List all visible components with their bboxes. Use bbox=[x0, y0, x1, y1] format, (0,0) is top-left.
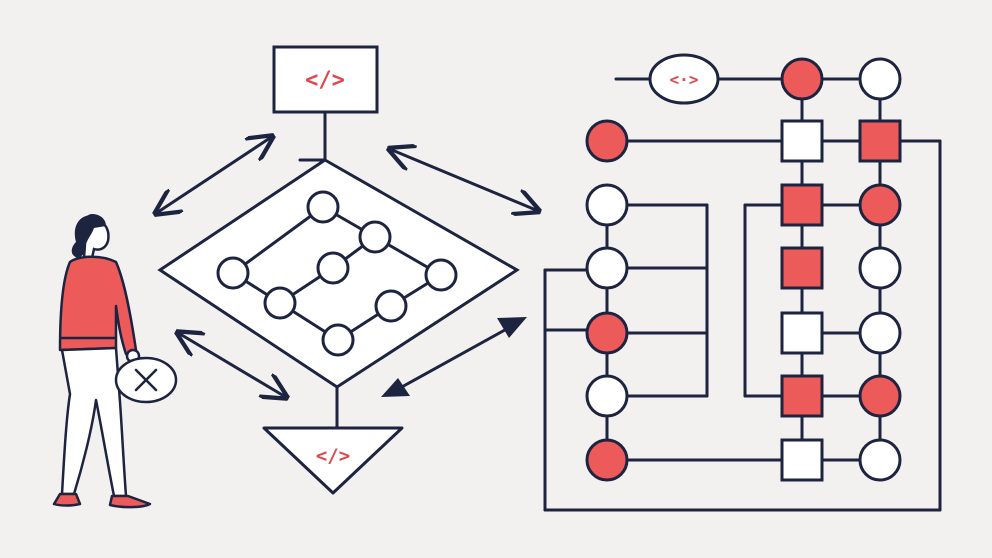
module-tag-icon: <·> bbox=[670, 70, 699, 89]
circuit-node bbox=[587, 376, 627, 416]
circuit-node bbox=[860, 59, 900, 99]
circuit-block bbox=[782, 248, 822, 288]
circuit-node bbox=[587, 440, 627, 480]
circle-x-icon bbox=[116, 358, 176, 402]
circuit-node bbox=[860, 376, 900, 416]
network-node bbox=[308, 192, 338, 222]
circuit-block bbox=[782, 376, 822, 416]
network-node bbox=[265, 288, 295, 318]
circuit-node bbox=[587, 185, 627, 225]
network-node bbox=[426, 260, 456, 290]
circuit-node bbox=[860, 313, 900, 353]
circuit-node bbox=[860, 185, 900, 225]
top-code-tag-icon: </> bbox=[305, 68, 345, 93]
circuit-node bbox=[782, 59, 822, 99]
network-node bbox=[360, 222, 390, 252]
person-figure bbox=[54, 214, 176, 507]
arrow-double-icon bbox=[158, 138, 270, 212]
network-node bbox=[376, 291, 406, 321]
circuit-node bbox=[587, 313, 627, 353]
network-node bbox=[318, 253, 348, 283]
arrow-double-icon bbox=[392, 150, 536, 210]
bottom-code-tag-icon: </> bbox=[316, 445, 350, 467]
circuit-board: <·> bbox=[545, 55, 940, 510]
circuit-node bbox=[587, 248, 627, 288]
circuit-node bbox=[587, 121, 627, 161]
circuit-block bbox=[860, 121, 900, 161]
circuit-block bbox=[782, 185, 822, 225]
circuit-block bbox=[782, 313, 822, 353]
circuit-node bbox=[860, 440, 900, 480]
bottom-code-triangle: </> bbox=[264, 428, 402, 493]
network-node bbox=[323, 325, 353, 355]
circuit-block bbox=[782, 440, 822, 480]
network-node bbox=[218, 258, 248, 288]
top-code-box: </> bbox=[274, 47, 377, 112]
circuit-node bbox=[860, 248, 900, 288]
circuit-block bbox=[782, 121, 822, 161]
